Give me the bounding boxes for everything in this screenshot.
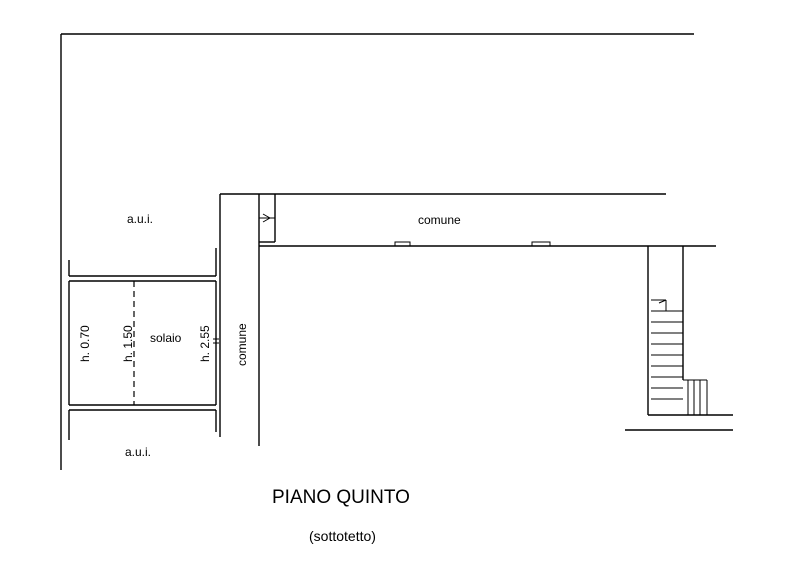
corner-stair-symbol: [259, 213, 275, 223]
solaio-room: [68, 248, 219, 440]
wall-niches: [394, 241, 551, 246]
comune-horizontal-label: comune: [418, 213, 461, 227]
staircase: [625, 245, 733, 431]
height-label-070: h. 0.70: [78, 325, 92, 362]
height-label-255: h. 2.55: [198, 325, 212, 362]
aui-top-label: a.u.i.: [127, 212, 153, 226]
plan-subtitle: (sottotetto): [309, 528, 376, 544]
corridor-walls: [219, 193, 666, 446]
height-label-150: h. 1.50: [121, 325, 135, 362]
outer-boundary: [60, 33, 694, 470]
plan-title: PIANO QUINTO: [272, 487, 410, 508]
comune-vertical-label: comune: [235, 323, 249, 366]
solaio-label: solaio: [150, 331, 182, 345]
aui-bottom-label: a.u.i.: [125, 445, 151, 459]
